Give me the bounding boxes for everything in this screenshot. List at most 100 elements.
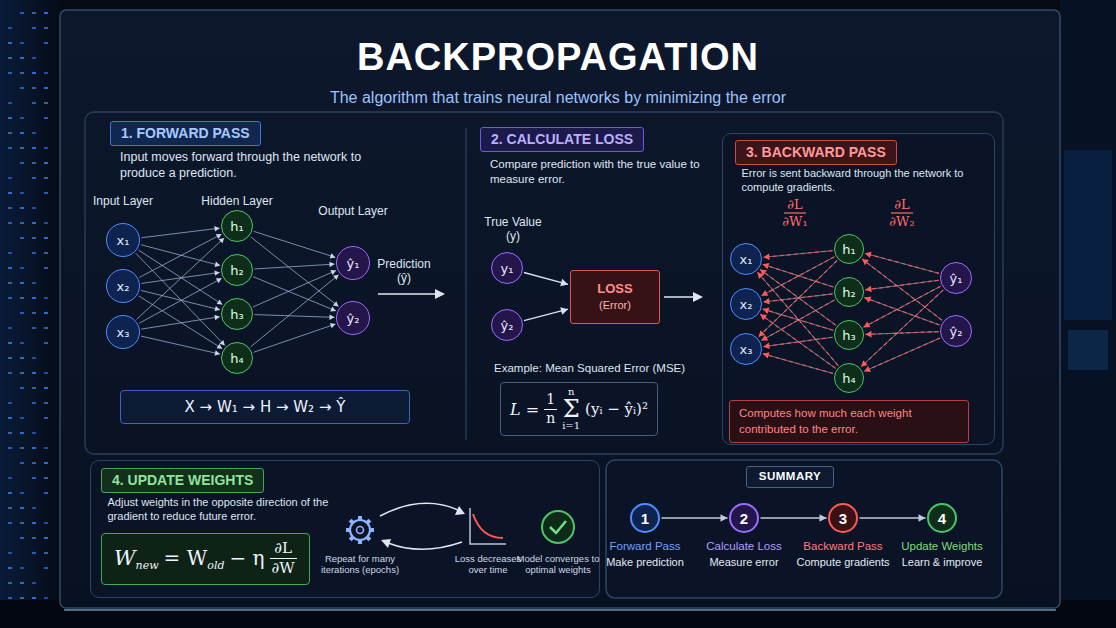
rack-light [44, 192, 48, 194]
rack-light [8, 507, 12, 509]
neuron-label: y₁ [501, 262, 514, 275]
rack-light [20, 312, 24, 314]
connector [759, 260, 838, 336]
rack-light [44, 537, 48, 539]
step-circle: 2Calculate LossMeasure error [729, 503, 759, 533]
connector [524, 307, 568, 320]
neuron-circle: ŷ₂ [336, 301, 370, 335]
rack-light [32, 222, 36, 224]
connector [141, 315, 219, 329]
connector [763, 352, 833, 373]
formula-subscript: new [136, 559, 159, 572]
connector [761, 514, 827, 522]
rack-light [32, 507, 36, 509]
shape-circle [350, 520, 370, 540]
arrow-head [219, 238, 225, 243]
connector-line [860, 517, 926, 519]
neuron-circle: x₂ [730, 288, 762, 320]
chart-axes [470, 508, 506, 544]
formula-box: Wnew= Wold− η∂L∂W [101, 533, 310, 585]
connector-line [759, 260, 838, 336]
rack-light [8, 492, 12, 494]
layer-label: Hidden Layer [192, 194, 282, 208]
arrow-head [560, 307, 568, 314]
connector [251, 237, 339, 307]
arrow-head [214, 226, 219, 231]
arrow-head [693, 292, 703, 302]
example-label: Example: Mean Squared Error (MSE) [494, 362, 709, 376]
sum-upper: n [568, 387, 574, 397]
rack-light [8, 402, 12, 404]
input-label: True Value (y) [476, 215, 550, 244]
connector-line [763, 251, 832, 258]
arrow-head [214, 315, 219, 320]
note-text: Computes how much each weight contribute… [739, 406, 959, 437]
rack-light [8, 327, 12, 329]
step-heading: 2. CALCULATE LOSS [480, 127, 644, 152]
rack-light [32, 297, 36, 299]
gradient-flow-line [865, 332, 938, 335]
rack-light [8, 432, 12, 434]
neuron-label: h₁ [842, 243, 855, 256]
rack-light [20, 462, 24, 464]
arrow-head [865, 252, 872, 258]
arrow-head [330, 323, 336, 328]
arrow-head [215, 262, 221, 267]
rack-light [20, 117, 24, 119]
panel-divider [465, 128, 466, 440]
gradient-flow-line [763, 264, 834, 287]
arrow-head [763, 308, 770, 314]
gradient-label: ∂L [775, 197, 815, 213]
connector-line [253, 270, 336, 307]
rack-light [20, 492, 24, 494]
arrow-head [219, 340, 224, 346]
rack-light [44, 402, 48, 404]
sum-sign: nΣi=1 [562, 387, 580, 431]
heading-text: 1. FORWARD PASS [121, 125, 250, 142]
step-note: Compute gradients [797, 556, 890, 569]
fraction-top: ∂L [272, 540, 294, 557]
formula-row: L =1nnΣi=1(yᵢ − ŷᵢ)² [510, 387, 648, 431]
loss-curve [473, 514, 503, 538]
rack-light [20, 417, 24, 419]
rack-light [8, 27, 12, 29]
rack-light [8, 72, 12, 74]
connector-line [251, 237, 339, 307]
drawn-line [367, 520, 370, 523]
gradient-flow-line [761, 300, 834, 341]
step-note: Learn & improve [902, 556, 983, 569]
rack-light [20, 597, 24, 599]
sum-lower: i=1 [562, 421, 580, 431]
section-panel: Adjust weights in the opposite direction… [90, 460, 600, 598]
rack-light [32, 537, 36, 539]
connector [139, 234, 221, 277]
neuron-circle: x₁ [106, 223, 140, 257]
rack-light [8, 267, 12, 269]
rack-light [8, 567, 12, 569]
neuron-label: h₁ [230, 220, 243, 233]
rack-light [32, 87, 36, 89]
output-label: Prediction (ŷ) [372, 257, 436, 286]
arrow-head [864, 322, 871, 328]
arrow-head [865, 297, 872, 303]
rack-light [32, 237, 36, 239]
rack-light [44, 12, 48, 14]
arrow-head [721, 514, 728, 522]
arrow-head [435, 289, 445, 299]
rack-light [20, 387, 24, 389]
step-number: 2 [740, 511, 748, 526]
neuron-circle: h₁ [834, 234, 864, 264]
connector-line [139, 278, 221, 323]
rack-light [32, 387, 36, 389]
connector [864, 286, 941, 327]
rack-light [32, 477, 36, 479]
neuron-label: ŷ₂ [501, 319, 514, 332]
arrow-head [864, 366, 871, 372]
arrow-head [455, 506, 465, 515]
drawn-line [370, 528, 374, 532]
cycle-arrow [380, 503, 458, 516]
connector [253, 270, 336, 307]
neuron-circle: ŷ₁ [940, 262, 972, 294]
icon-caption: Repeat for many iterations (epochs) [312, 553, 408, 576]
fraction: 1n [544, 392, 557, 426]
